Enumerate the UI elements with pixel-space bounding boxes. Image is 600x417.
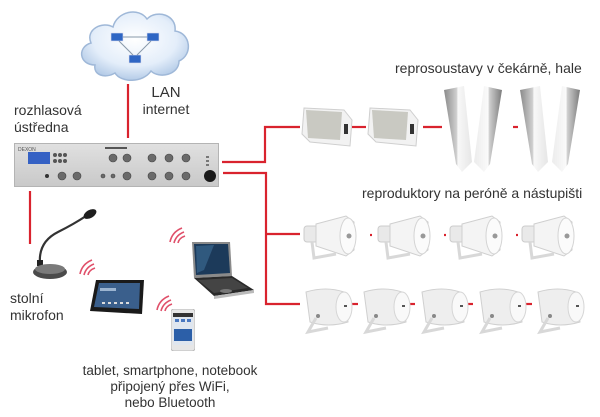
- cylinder-speaker-row: [300, 285, 600, 335]
- wire-central-to-platform: [223, 171, 300, 306]
- wifi-signal-icon: [79, 259, 96, 276]
- horn-speaker-row: [300, 214, 600, 264]
- wire-central-to-hall: [222, 125, 300, 164]
- box-speaker: [366, 106, 420, 148]
- central-unit-label: rozhlasová ústředna: [14, 102, 82, 135]
- central-unit: DEXON: [14, 143, 219, 187]
- cloud-network-icon: [81, 11, 189, 81]
- gooseneck-microphone-icon: [33, 209, 97, 279]
- box-speaker-icon: [301, 107, 353, 147]
- tablet-device: [90, 278, 146, 316]
- cylinder-speaker-icons: [304, 287, 586, 334]
- tablet-icon: [90, 280, 144, 314]
- box-speaker: [300, 106, 354, 148]
- cloud-label: LAN internet: [142, 84, 190, 118]
- laptop-icon: [192, 242, 254, 299]
- notebook-device: [184, 240, 256, 300]
- wifi-signal-icon: [156, 295, 173, 312]
- box-speaker-icon: [367, 107, 419, 147]
- column-speaker-icon: [444, 86, 580, 172]
- mixer-amplifier-icon: DEXON: [18, 147, 216, 182]
- column-speaker-group: [444, 86, 600, 172]
- horn-speaker-icons: [302, 214, 576, 260]
- brand-logo: DEXON: [18, 147, 36, 153]
- microphone-label: stolní mikrofon: [10, 290, 64, 323]
- waiting-room-label: reprosoustavy v čekárně, hale: [395, 60, 582, 76]
- smartphone-icon: [170, 308, 196, 352]
- desk-microphone: [30, 208, 100, 283]
- lan-cloud: [75, 3, 195, 85]
- wireless-devices-label: tablet, smartphone, notebook připojený p…: [82, 363, 258, 410]
- wifi-signal-icon: [169, 227, 186, 244]
- platform-label: reproduktory na peróně a nástupišti: [362, 185, 583, 201]
- smartphone-device: [170, 308, 196, 352]
